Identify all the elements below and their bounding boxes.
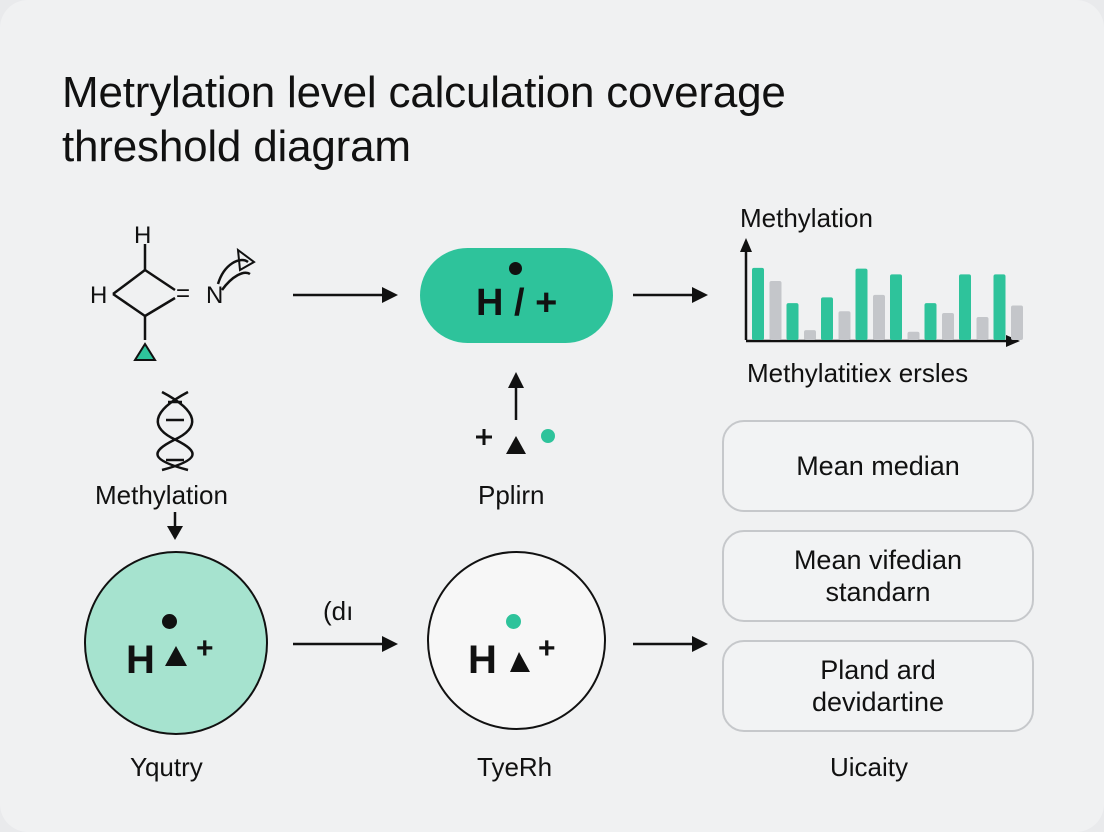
arrow-circle-b-to-boxes [633, 636, 708, 652]
boxes-caption: Uicaity [830, 752, 909, 782]
chart-bar-teal-2 [821, 297, 833, 340]
molecule-bonds [112, 244, 251, 340]
chart-bar-gray-3 [873, 294, 885, 340]
stat-box-2-line2: standarn [825, 577, 931, 607]
chart-bar-gray-6 [976, 317, 989, 340]
chart-bar-teal-6 [959, 274, 971, 340]
stat-box-1: Mean median [722, 420, 1034, 512]
stat-box-3-line2: devidartine [811, 687, 945, 717]
arrow-label: (dı [323, 596, 354, 626]
circle-b-plus: + [538, 632, 556, 665]
chart-bar-gray-7 [1011, 305, 1023, 340]
chart-bar-teal-3 [855, 268, 868, 340]
small-symbols-label: Pplirn [478, 480, 545, 510]
molecule-triangle-icon [133, 342, 157, 361]
arrow-pill-to-chart [633, 287, 708, 303]
chart-bar-teal-0 [752, 267, 764, 340]
molecule-atom-n: N [206, 282, 224, 309]
pill-dot-icon [509, 262, 522, 275]
title-line-2: threshold diagram [62, 122, 411, 171]
chart-title: Methylation [740, 203, 873, 233]
molecule-atom-h-left: H [90, 282, 108, 309]
stat-box-1-line1: Mean median [796, 451, 960, 481]
stat-box-2: Mean vifedian standarn [722, 530, 1034, 622]
circle-a-plus: + [196, 632, 214, 665]
chart-bar-teal-7 [993, 274, 1006, 340]
stat-box-2-line1: Mean vifedian [793, 545, 963, 575]
stat-box-3: Pland ard devidartine [722, 640, 1034, 732]
circle-b-caption: TyeRh [477, 752, 553, 782]
arrow-circle-a-to-b [293, 636, 398, 652]
circle-b-dot-icon [506, 614, 521, 629]
chart-bar-gray-1 [804, 330, 816, 340]
dna-icon [156, 390, 194, 472]
chart-bars [752, 267, 1023, 340]
molecule-atom-h-top: H [134, 222, 152, 249]
molecule-bond-double: = [176, 280, 191, 307]
dna-label: Methylation [95, 480, 228, 510]
title-line-1: Metrylation level calculation coverage [62, 68, 786, 117]
arrow-up-to-pill [508, 372, 524, 420]
chart-bar-gray-0 [769, 280, 782, 340]
molecule-arrowhead-icon [236, 247, 256, 272]
diagram-title: Metrylation level calculation coverage t… [62, 66, 962, 174]
chart-bar-gray-5 [942, 312, 954, 340]
chart-bar-teal-4 [890, 274, 902, 340]
chart-bar-gray-2 [838, 311, 851, 340]
circle-a [84, 551, 268, 735]
chart-bar-gray-4 [907, 331, 920, 340]
stat-box-3-line1: Pland ard [820, 655, 936, 685]
circle-a-dot-icon [162, 614, 177, 629]
arrow-down-to-circle [167, 512, 183, 540]
chart-x-label: Methylatitiex ersles [747, 358, 969, 388]
small-symbols [476, 429, 555, 454]
chart-bar-teal-1 [786, 303, 799, 340]
circle-a-caption: Yqutry [130, 752, 203, 782]
arrow-mol-to-pill [293, 287, 398, 303]
pill-label: H / + [476, 282, 558, 324]
circle-b-h: H [468, 638, 497, 682]
circle-b [427, 551, 606, 730]
chart-axes [740, 238, 1020, 347]
chart-bar-teal-5 [924, 303, 937, 340]
circle-a-h: H [126, 638, 155, 682]
